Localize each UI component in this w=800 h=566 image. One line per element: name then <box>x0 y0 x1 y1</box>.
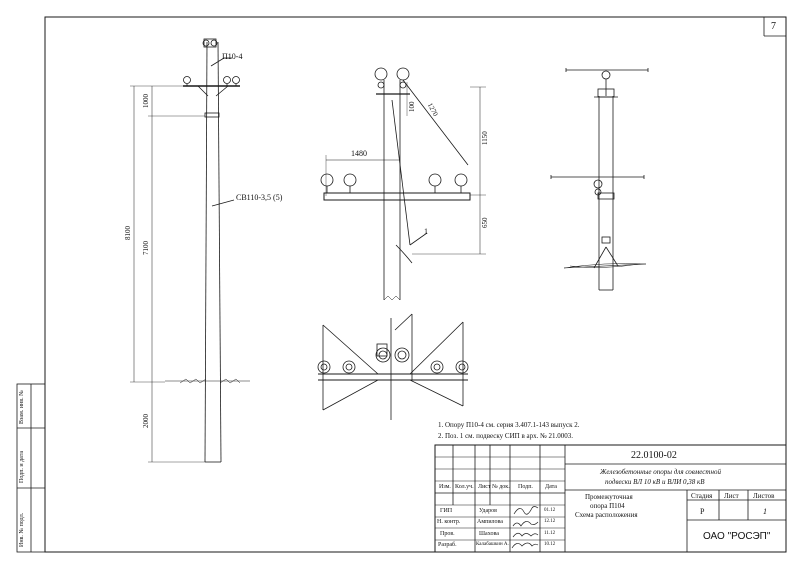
signer-role-4: Разраб. <box>438 542 457 548</box>
signer-role-1: ГИП <box>440 508 453 514</box>
company-name: ОАО "РОСЭП" <box>703 531 771 542</box>
document-code: 22.0100-02 <box>631 450 677 461</box>
callout-1: 1 <box>424 227 428 236</box>
top-support-label: П10-4 <box>222 52 243 61</box>
sheet-number: 7 <box>771 21 776 32</box>
sheet-value: 1 <box>763 507 767 516</box>
title-line-2: подвески ВЛ 10 кВ и ВЛИ 0,38 кВ <box>605 478 705 486</box>
sheet-frame <box>16 16 787 553</box>
stage-value: Р <box>700 507 705 516</box>
signer-date-2: 12.12 <box>544 519 556 524</box>
signature-2 <box>512 521 539 527</box>
signature-4 <box>511 542 539 549</box>
note-1: 1. Опору П10-4 см. серия 3.407.1-143 вып… <box>438 421 580 429</box>
left-pole-drawing <box>130 38 250 463</box>
drawing-line-1: Промежуточная <box>585 493 633 501</box>
signer-name-2: Ампилова <box>477 519 503 525</box>
stage-header: Стадия <box>691 492 713 500</box>
signer-role-3: Пров. <box>440 531 455 537</box>
signer-name-4: Калабашкин А. <box>476 542 509 547</box>
plan-view-drawing <box>317 313 469 420</box>
signer-name-3: Шахова <box>479 531 499 537</box>
col-doc: № док. <box>492 484 510 490</box>
col-list: Лист <box>478 484 491 490</box>
drawing-line-2: опора П104 <box>590 502 625 510</box>
note-2: 2. Поз. 1 см. подвеску СИП в арх. № 21.0… <box>438 432 574 440</box>
pole-type-label: СВ110-3,5 (5) <box>236 193 283 202</box>
sheets-header: Листов <box>753 492 775 500</box>
signer-role-2: Н. контр. <box>437 519 461 525</box>
col-kol-uch: Кол.уч. <box>455 484 474 490</box>
signer-date-3: 11.12 <box>544 531 556 536</box>
col-podp: Подп. <box>518 484 533 490</box>
col-izm: Изм. <box>439 484 451 490</box>
center-pole-drawing <box>320 67 486 301</box>
title-line-1: Железобетонные опоры для совместной <box>600 468 721 476</box>
side-view-drawing <box>550 68 649 291</box>
signer-date-4: 10.12 <box>544 542 556 547</box>
sheet-header: Лист <box>724 492 739 500</box>
signer-name-1: Ударов <box>479 508 497 514</box>
dim-1480: 1480 <box>351 149 367 158</box>
col-data: Дата <box>545 484 557 490</box>
signature-1 <box>513 506 539 515</box>
drawing-line-3: Схема расположения <box>575 511 638 519</box>
signature-3 <box>512 532 539 538</box>
title-block <box>434 444 787 553</box>
signer-date-1: 01.12 <box>544 508 556 513</box>
